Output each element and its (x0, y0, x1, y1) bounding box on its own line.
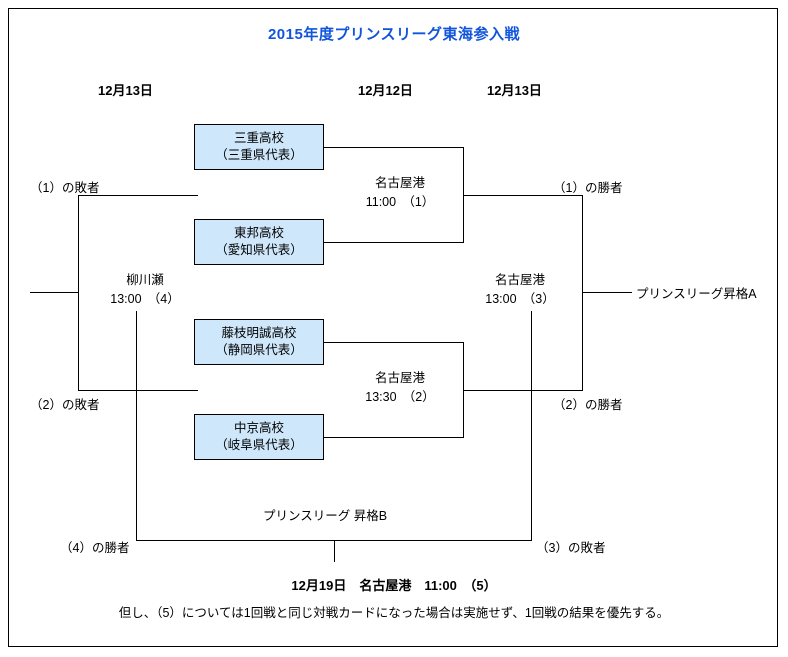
bracket-line-match3-join (582, 195, 583, 391)
team-name: 藤枝明誠高校 (221, 326, 297, 340)
match-venue: 名古屋港 (374, 176, 425, 190)
label-winner-of-match1: （1）の勝者 (553, 181, 623, 195)
bracket-line-winner2-to-final (463, 390, 583, 391)
bracket-line-match4-join (78, 195, 79, 391)
bracket-line-playoff-out (334, 540, 335, 562)
match-time: 13:00 （3） (485, 292, 555, 306)
footer-final-match: 12月19日 名古屋港 11:00 （5） (291, 578, 497, 593)
team-name: 東邦高校 (233, 226, 284, 240)
team-prefecture: （三重県代表） (215, 148, 303, 162)
date-header-round1: 12月12日 (358, 83, 413, 98)
date-header-final: 12月13日 (487, 83, 542, 98)
team-prefecture: （静岡県代表） (215, 343, 303, 357)
label-winner-of-match2: （2）の勝者 (553, 398, 623, 412)
label-loser-of-match1: （1）の敗者 (30, 181, 100, 195)
team-name: 中京高校 (233, 421, 284, 435)
bracket-line-fujieda-out (324, 342, 464, 343)
bracket-line-winner1-to-final (463, 195, 583, 196)
label-winner-of-match4: （4）の勝者 (60, 541, 130, 555)
team-box-fujieda-meisei[interactable]: 藤枝明誠高校 （静岡県代表） (194, 319, 324, 365)
team-name: 三重高校 (233, 131, 284, 145)
match-label-3: 名古屋港 13:00 （3） (455, 271, 585, 309)
team-prefecture: （愛知県代表） (215, 243, 303, 257)
bracket-line-toho-out (324, 242, 464, 243)
team-box-mie[interactable]: 三重高校 （三重県代表） (194, 124, 324, 170)
bracket-line-match4-out (30, 292, 79, 293)
page-border (8, 8, 778, 647)
team-box-chukyo[interactable]: 中京高校 （岐阜県代表） (194, 414, 324, 460)
label-loser-of-match2: （2）の敗者 (30, 398, 100, 412)
match-venue: 名古屋港 (374, 371, 425, 385)
match-time: 13:30 （2） (365, 390, 435, 404)
match-time: 13:00 （4） (110, 292, 180, 306)
bracket-line-final-out (582, 292, 632, 293)
match-time: 11:00 （1） (365, 195, 435, 209)
page-title: 2015年度プリンスリーグ東海参入戦 (267, 26, 521, 43)
bracket-line-loser3-down (531, 311, 532, 541)
label-promotion-a: プリンスリーグ昇格A (636, 287, 757, 301)
date-header-round1-left: 12月13日 (98, 83, 153, 98)
match-venue: 柳川瀬 (126, 273, 164, 287)
bracket-line-loser2-in (78, 390, 198, 391)
team-prefecture: （岐阜県代表） (215, 438, 303, 452)
team-box-toho[interactable]: 東邦高校 （愛知県代表） (194, 219, 324, 265)
bracket-line-chukyo-out (324, 437, 464, 438)
match-venue: 名古屋港 (494, 273, 545, 287)
footer-note: 但し、（5）については1回戦と同じ対戦カードになった場合は実施せず、1回戦の結果… (118, 606, 670, 620)
match-label-4: 柳川瀬 13:00 （4） (80, 271, 210, 309)
bracket-line-mie-out (324, 147, 464, 148)
bracket-line-loser1-in (78, 195, 198, 196)
label-promotion-b: プリンスリーグ 昇格B (263, 509, 388, 523)
match-label-2: 名古屋港 13:30 （2） (335, 369, 465, 407)
label-loser-of-match3: （3）の敗者 (536, 541, 606, 555)
match-label-1: 名古屋港 11:00 （1） (335, 174, 465, 212)
bracket-line-match4-down (136, 311, 137, 541)
